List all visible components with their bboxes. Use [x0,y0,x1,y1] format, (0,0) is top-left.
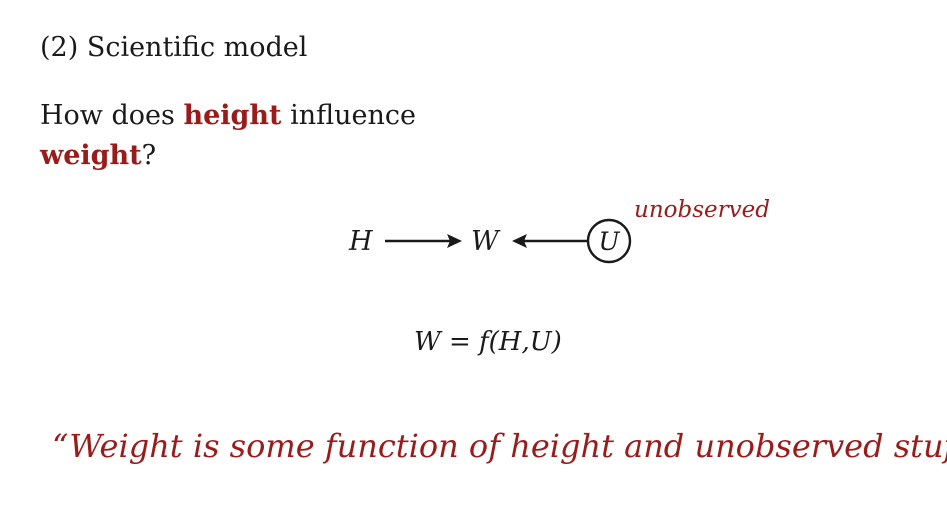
question-text-part2: influence [281,100,416,131]
highlight-height: height [183,100,282,131]
question-text-part1: How does [40,100,184,131]
edge-h-to-w [385,234,462,248]
equation: W = f(H,U) [414,327,562,357]
slide-title: (2) Scientific model [40,32,308,63]
unobserved-label: unobserved [634,197,770,223]
question: How does height influence weight? [40,96,416,176]
highlight-weight: weight [40,140,142,171]
edge-u-to-w [512,234,588,248]
quote: “Weight is some function of height and u… [52,427,947,465]
question-text-part3: ? [141,140,157,171]
node-u-circle [586,218,632,264]
node-u: U [598,227,620,256]
node-h: H [348,226,373,257]
node-w: W [471,226,501,257]
